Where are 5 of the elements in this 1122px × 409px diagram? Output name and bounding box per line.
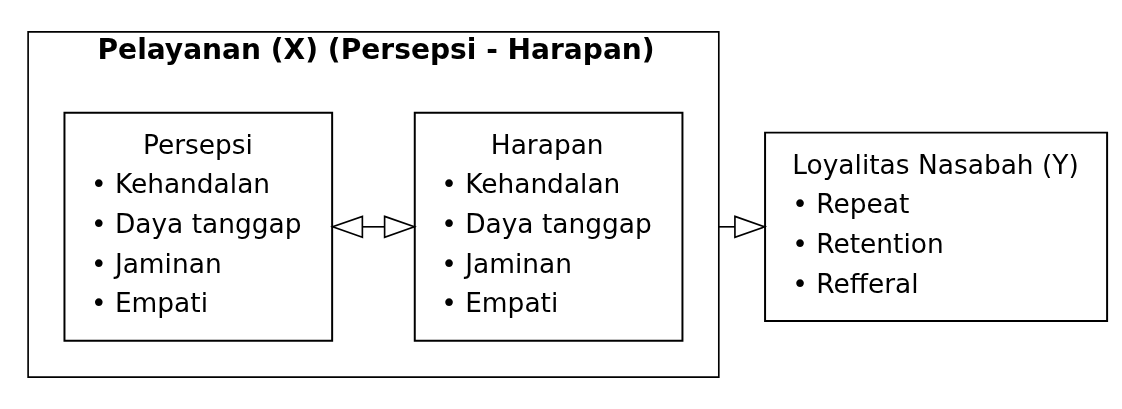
arrow [330,215,417,239]
node-box: Persepsi • Kehandalan • Daya tanggap • Jaminan • Empati [63,111,334,342]
node-box: Harapan • Kehandalan • Daya tanggap • Jaminan • Empati [413,111,684,342]
node-box: Loyalitas Nasabah (Y) • Repeat • Retention • Refferal [764,131,1109,322]
arrow [717,215,768,239]
